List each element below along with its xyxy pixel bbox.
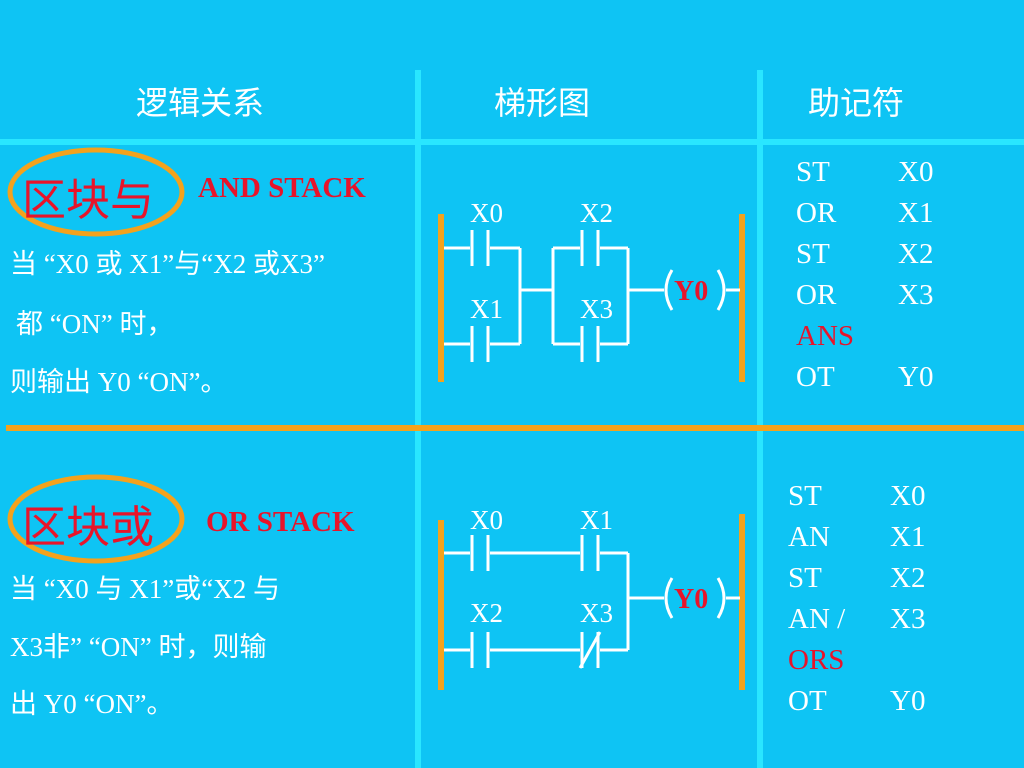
and-mnemonic-arg: X0 xyxy=(898,156,934,188)
header-ladder: 梯形图 xyxy=(494,84,591,122)
or-mnemonic-arg: X2 xyxy=(890,562,926,594)
or-contact-label-x0: X0 xyxy=(470,505,503,535)
or-stack-desc-line-1: 当 “X0 与 X1”或“X2 与 xyxy=(10,574,280,604)
or-mnemonic-arg: X0 xyxy=(890,480,926,512)
or-mnemonic-op: ST xyxy=(788,562,822,594)
and-stack-ladder xyxy=(438,214,745,382)
or-stack-desc-line-2: X3非” “ON” 时，则输 xyxy=(10,632,267,662)
and-mnemonic-arg: Y0 xyxy=(898,361,934,393)
and-mnemonic-arg: X3 xyxy=(898,279,934,311)
or-stack-title-cn: 区块或 xyxy=(22,502,154,553)
and-stack-desc-line-3: 则输出 Y0 “ON”。 xyxy=(10,367,228,397)
coil-right-bracket xyxy=(716,269,726,311)
or-coil-label-y0: Y0 xyxy=(674,584,709,615)
or-contact-label-x2: X2 xyxy=(470,598,503,628)
or-contact-label-x1: X1 xyxy=(580,505,613,535)
or-mnemonic-op: OT xyxy=(788,685,827,717)
and-mnemonic-arg: X2 xyxy=(898,238,934,270)
or-mnemonic-op: AN xyxy=(788,521,830,553)
and-contact-label-x2: X2 xyxy=(580,198,613,228)
header-logic: 逻辑关系 xyxy=(136,84,265,122)
coil-left-bracket xyxy=(664,577,674,619)
or-stack-title-ellipse xyxy=(7,474,185,564)
and-stack-title-ellipse xyxy=(7,147,185,237)
coil-left-bracket xyxy=(664,269,674,311)
or-stack-ladder xyxy=(438,514,745,690)
contact-x3-nc-slash xyxy=(578,631,602,669)
or-stack-title-en: OR STACK xyxy=(206,506,355,538)
and-mnemonic-op: OT xyxy=(796,361,835,393)
and-stack-desc-line-1: 当 “X0 或 X1”与“X2 或X3” xyxy=(10,249,325,279)
and-stack-title-cn: 区块与 xyxy=(22,175,154,226)
or-mnemonic-arg: X1 xyxy=(890,521,926,553)
or-stack-desc-line-3: 出 Y0 “ON”。 xyxy=(10,689,174,719)
and-contact-label-x3: X3 xyxy=(580,294,613,324)
or-mnemonic-arg: Y0 xyxy=(890,685,926,717)
and-mnemonic-ans: ANS xyxy=(796,320,855,352)
and-stack-title-en: AND STACK xyxy=(198,172,366,204)
and-contact-label-x0: X0 xyxy=(470,198,503,228)
and-contact-label-x1: X1 xyxy=(470,294,503,324)
or-mnemonic-op: AN / xyxy=(788,603,846,635)
and-mnemonic-op: OR xyxy=(796,279,837,311)
and-mnemonic-op: OR xyxy=(796,197,837,229)
table-grid xyxy=(0,70,1024,768)
or-mnemonic-op: ST xyxy=(788,480,822,512)
or-mnemonic-ors: ORS xyxy=(788,644,845,676)
and-mnemonic-op: ST xyxy=(796,238,830,270)
and-mnemonic-arg: X1 xyxy=(898,197,934,229)
and-stack-desc-line-2: 都 “ON” 时， xyxy=(16,309,174,339)
coil-right-bracket xyxy=(716,577,726,619)
and-mnemonic-op: ST xyxy=(796,156,830,188)
or-mnemonic-arg: X3 xyxy=(890,603,926,635)
header-mnemonic: 助记符 xyxy=(808,84,905,122)
and-coil-label-y0: Y0 xyxy=(674,276,709,307)
or-contact-label-x3: X3 xyxy=(580,598,613,628)
